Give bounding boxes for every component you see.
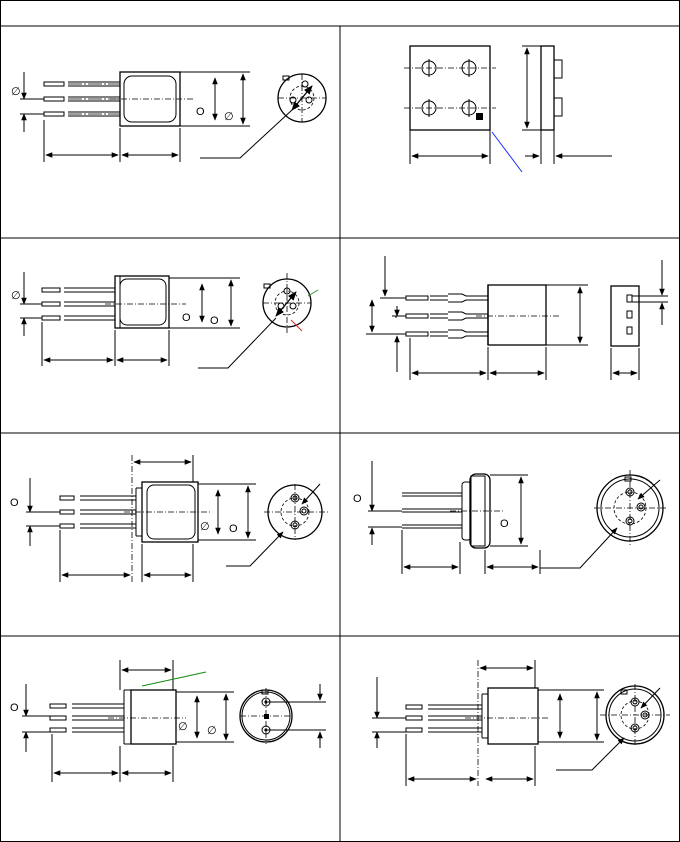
diameter-symbol: ∅ <box>224 111 234 123</box>
cell-1-drawing: ∅ O ∅ <box>11 71 327 162</box>
cell-6-drawing: O O <box>353 461 666 574</box>
cell-3-drawing: ∅ O O <box>11 272 319 369</box>
cell-8-drawing <box>372 660 670 786</box>
diameter-symbol: ∅ <box>178 721 188 733</box>
hole-symbol: O <box>353 493 362 505</box>
hole-symbol: O <box>10 497 19 509</box>
hole-symbol: O <box>196 106 205 118</box>
diameter-symbol: ∅ <box>207 725 217 737</box>
diameter-symbol: ∅ <box>11 86 21 98</box>
cell-2-drawing <box>404 45 612 173</box>
diameter-symbol: ∅ <box>200 521 210 533</box>
diameter-symbol: ∅ <box>11 290 21 302</box>
cell-4-drawing <box>366 256 668 380</box>
hole-symbol: O <box>229 523 238 535</box>
cell-5-drawing: O ∅ O <box>10 455 328 582</box>
hole-symbol: O <box>210 315 219 327</box>
hole-symbol: O <box>10 702 19 714</box>
hole-symbol: O <box>182 312 191 324</box>
hole-symbol: O <box>500 518 509 530</box>
cell-7-drawing: O ∅ ∅ <box>10 660 326 782</box>
